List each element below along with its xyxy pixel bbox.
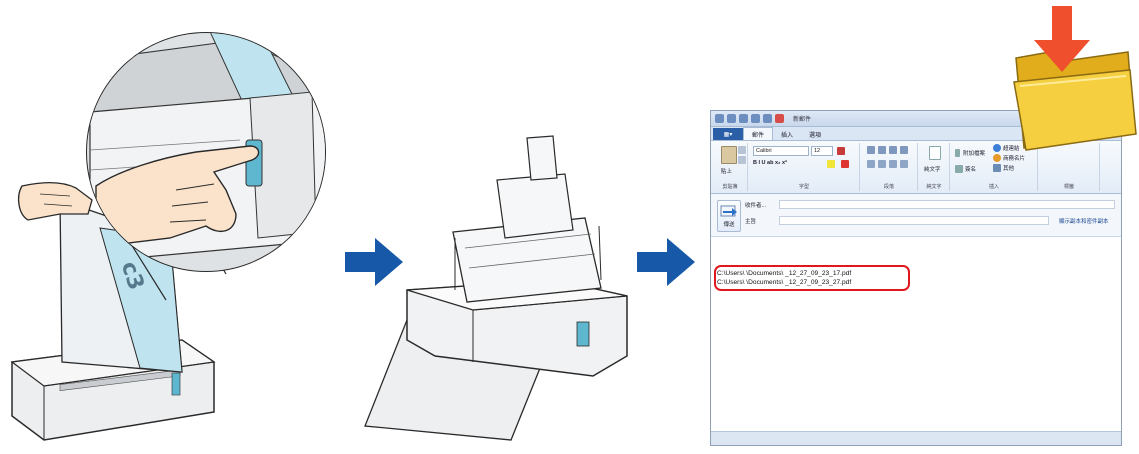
address-fields: 傳送 收件者... 主旨 顯示副本和密件副本 <box>711 194 1121 237</box>
attach-file-button[interactable]: 附加檔案 <box>963 149 985 157</box>
align-right-icon[interactable] <box>889 160 897 168</box>
hyperlink-icon <box>993 144 1001 152</box>
send-label: 傳送 <box>718 220 740 228</box>
tab-insert[interactable]: 插入 <box>773 128 801 140</box>
copy-icon[interactable] <box>738 156 746 164</box>
signature-icon <box>955 165 963 173</box>
arrow-right-icon <box>637 238 695 286</box>
scanner-scan-button <box>577 322 589 346</box>
plain-text-group: 純文字 純文字 <box>919 143 950 191</box>
send-icon <box>718 203 740 219</box>
paragraph-group: 段落 <box>861 143 918 191</box>
scanner-output-illustration <box>355 130 645 450</box>
tab-options[interactable]: 選項 <box>801 128 829 140</box>
scanner-output-drawing <box>355 130 645 450</box>
redo-icon[interactable] <box>751 114 760 123</box>
business-card-icon <box>993 154 1001 162</box>
app-icon <box>715 114 724 123</box>
cut-icon[interactable] <box>738 146 746 154</box>
show-cc-bcc-link[interactable]: 顯示副本和密件副本 <box>1059 217 1109 225</box>
send-button[interactable]: 傳送 <box>717 200 741 232</box>
subject-field[interactable] <box>779 216 1049 225</box>
file-tab[interactable]: ▦▾ <box>713 128 743 140</box>
numbering-icon[interactable] <box>878 146 886 154</box>
mail-compose-window: 新郵件 ▦▾ 郵件 插入 選項 貼上 剪貼簿 Calibri 12 B I U … <box>710 110 1122 446</box>
clipboard-group-label: 剪貼簿 <box>713 183 747 190</box>
other-icon <box>993 164 1001 172</box>
paragraph-group-label: 段落 <box>861 183 917 190</box>
clipboard-group: 貼上 剪貼簿 <box>713 143 748 191</box>
attach-file-icon <box>955 149 960 157</box>
grow-font-icon[interactable] <box>837 147 845 155</box>
font-color-icon[interactable] <box>841 160 849 168</box>
justify-icon[interactable] <box>900 160 908 168</box>
font-group-label: 字型 <box>749 183 859 190</box>
font-name-select[interactable]: Calibri <box>753 146 809 156</box>
paste-button[interactable]: 貼上 <box>721 167 732 175</box>
undo-icon[interactable] <box>739 114 748 123</box>
tags-group-label: 標籤 <box>1039 183 1099 190</box>
outdent-icon[interactable] <box>900 146 908 154</box>
font-size-select[interactable]: 12 <box>811 146 833 156</box>
message-body[interactable]: C:\Users\ \Documents\ _12_27_09_23_17.pd… <box>711 237 1121 431</box>
include-group-label: 插入 <box>951 183 1037 190</box>
scanner-hand-drawing: c3 <box>0 0 345 454</box>
format-buttons[interactable]: B I U ab x₂ x² <box>753 160 787 166</box>
tab-message[interactable]: 郵件 <box>743 127 773 140</box>
to-button[interactable]: 收件者... <box>745 201 766 209</box>
save-icon[interactable] <box>727 114 736 123</box>
highlight-box <box>714 265 910 291</box>
indent-icon[interactable] <box>889 146 897 154</box>
folder-illustration <box>1010 6 1138 156</box>
paste-icon <box>721 146 737 164</box>
plain-text-icon <box>929 146 941 160</box>
font-group: Calibri 12 B I U ab x₂ x² 字型 <box>749 143 860 191</box>
scanner-feeding-illustration: c3 <box>0 0 345 454</box>
plain-text-button[interactable]: 純文字 <box>924 165 941 173</box>
attach-icon[interactable] <box>763 114 772 123</box>
priority-icon[interactable] <box>775 114 784 123</box>
align-center-icon[interactable] <box>878 160 886 168</box>
status-bar <box>711 431 1121 445</box>
folder-drawing <box>1010 6 1138 156</box>
signature-button[interactable]: 簽名 <box>965 165 976 173</box>
scanner-scan-button <box>172 373 180 395</box>
window-title: 新郵件 <box>793 114 811 123</box>
align-left-icon[interactable] <box>867 160 875 168</box>
file-menu-icon: ▦▾ <box>724 131 733 138</box>
plain-text-group-label: 純文字 <box>919 183 949 190</box>
subject-label: 主旨 <box>745 217 756 225</box>
other-button[interactable]: 其他 <box>1003 164 1014 172</box>
folder-icon <box>1014 52 1136 150</box>
to-field[interactable] <box>779 200 1115 209</box>
highlight-icon[interactable] <box>827 160 835 168</box>
bullets-icon[interactable] <box>867 146 875 154</box>
